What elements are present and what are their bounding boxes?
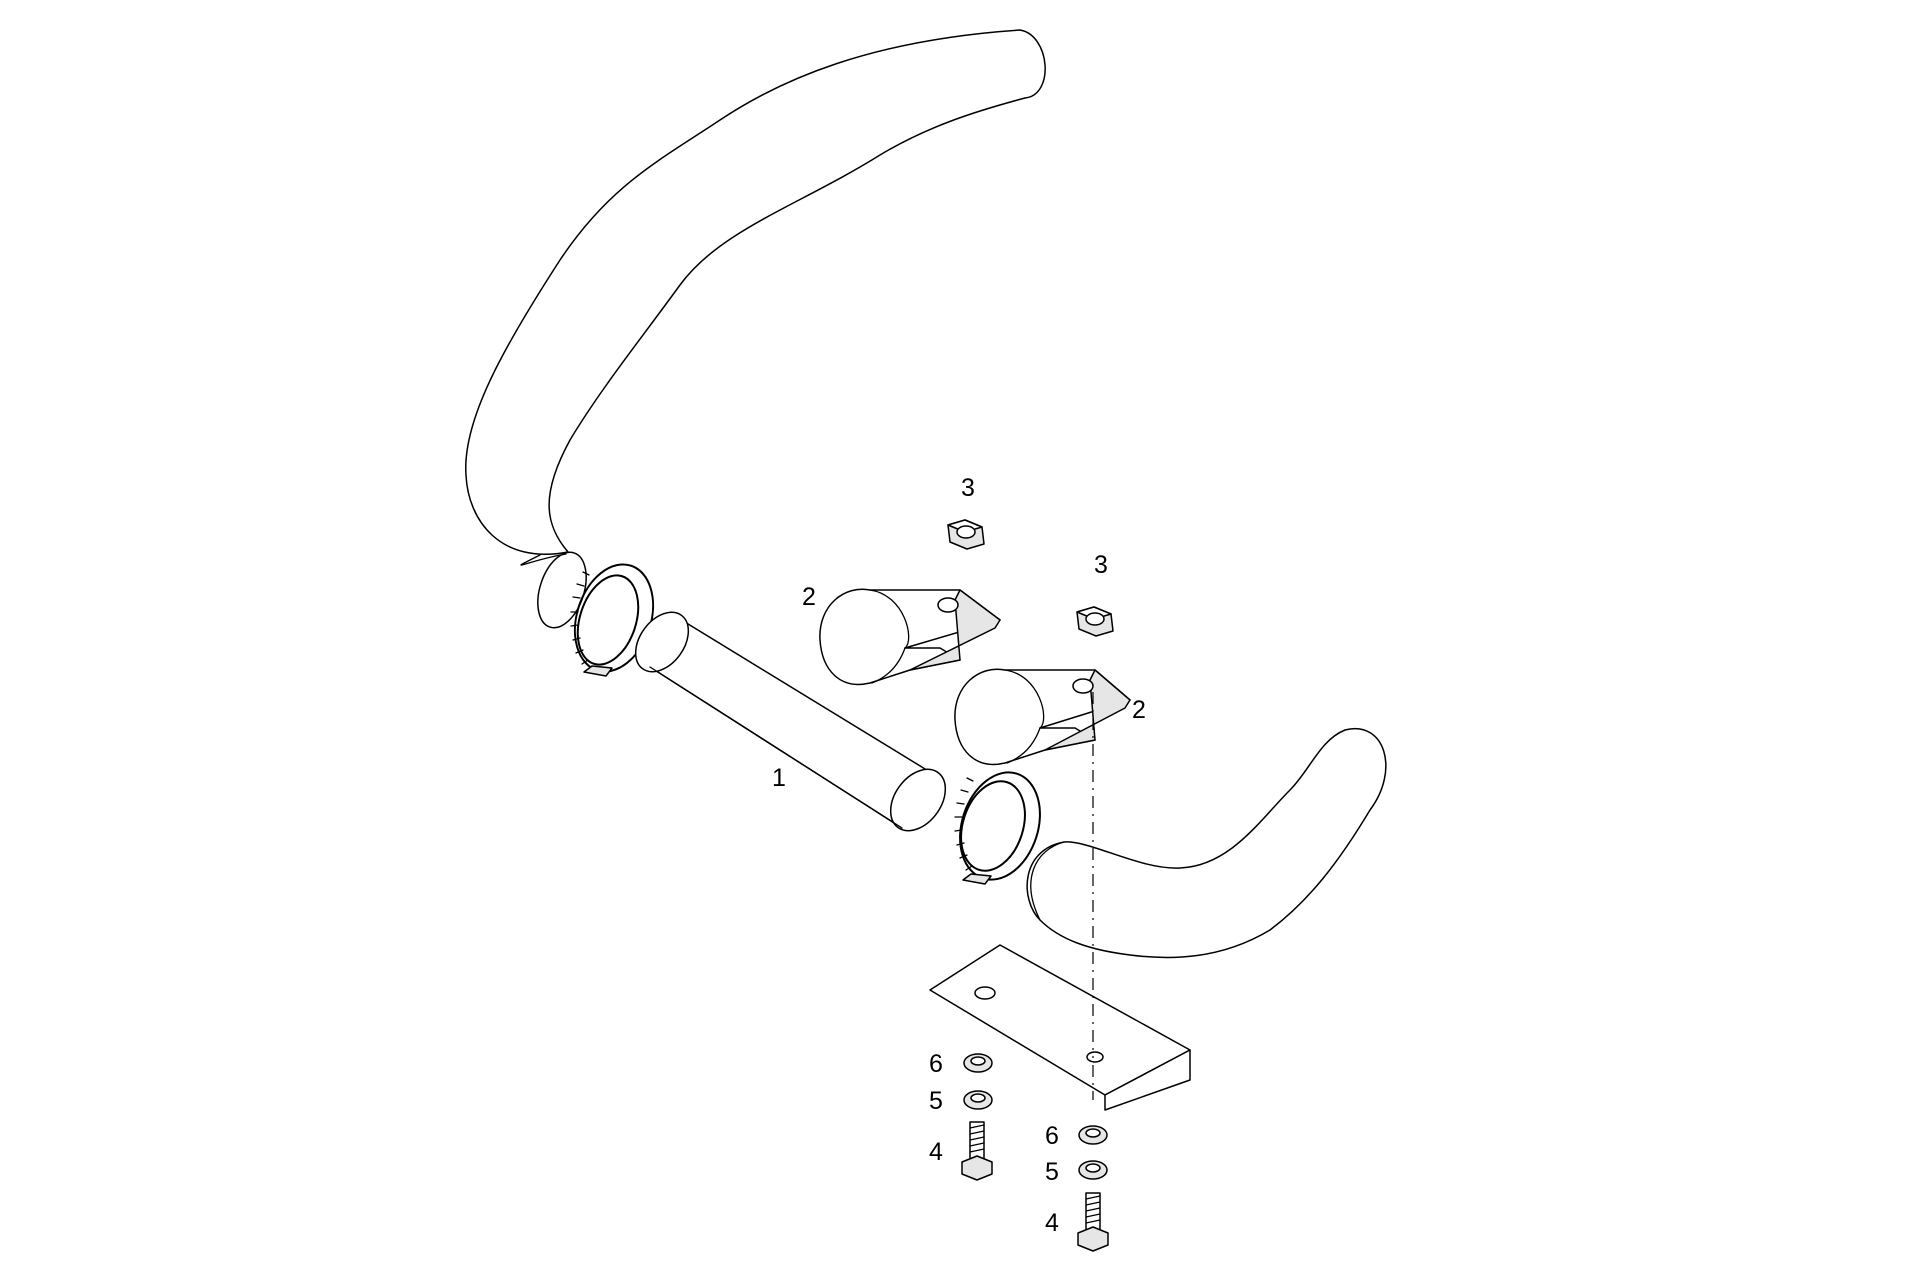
upper-hose — [465, 29, 1046, 629]
callout-6-washer-left: 6 — [929, 1050, 943, 1078]
washer-6-right — [1078, 1125, 1108, 1145]
nut-left — [947, 519, 985, 550]
callout-4-bolt-left: 4 — [929, 1138, 943, 1166]
pipe-clamp-lower — [954, 668, 1131, 766]
clamp-lower-bolt-hole — [1072, 678, 1094, 694]
callout-2-clamp-lower: 2 — [1132, 696, 1146, 724]
bolt-4-right — [1077, 1192, 1109, 1252]
callout-4-bolt-right: 4 — [1045, 1209, 1059, 1237]
mounting-bracket — [929, 944, 1191, 1111]
tube-part-1 — [634, 611, 947, 832]
bolt-4-left — [961, 1121, 993, 1181]
washer-5-left — [963, 1090, 993, 1110]
clamp-upper-bolt-hole — [937, 597, 959, 613]
washer-5-right — [1078, 1160, 1108, 1180]
upper-clamp-screw-housing — [583, 665, 613, 677]
callout-1-tube: 1 — [772, 764, 786, 792]
bracket-hole-right — [1086, 1051, 1104, 1063]
callout-5-washer-left: 5 — [929, 1087, 943, 1115]
tube-end-opening — [889, 768, 947, 832]
callout-3-nut-left: 3 — [961, 474, 975, 502]
lower-hose — [1026, 727, 1387, 959]
nut-right — [1076, 606, 1114, 637]
bracket-hole-left — [974, 986, 996, 1000]
lower-hose-clamp — [954, 771, 1041, 885]
callout-3-nut-right: 3 — [1094, 551, 1108, 579]
callout-5-washer-right: 5 — [1045, 1158, 1059, 1186]
lower-clamp-screw-housing — [962, 873, 992, 885]
callout-6-washer-right: 6 — [1045, 1122, 1059, 1150]
washer-6-left — [963, 1053, 993, 1073]
callout-2-clamp-upper: 2 — [802, 583, 816, 611]
upper-hose-clamp — [570, 563, 655, 677]
pipe-clamp-upper — [819, 588, 1001, 686]
